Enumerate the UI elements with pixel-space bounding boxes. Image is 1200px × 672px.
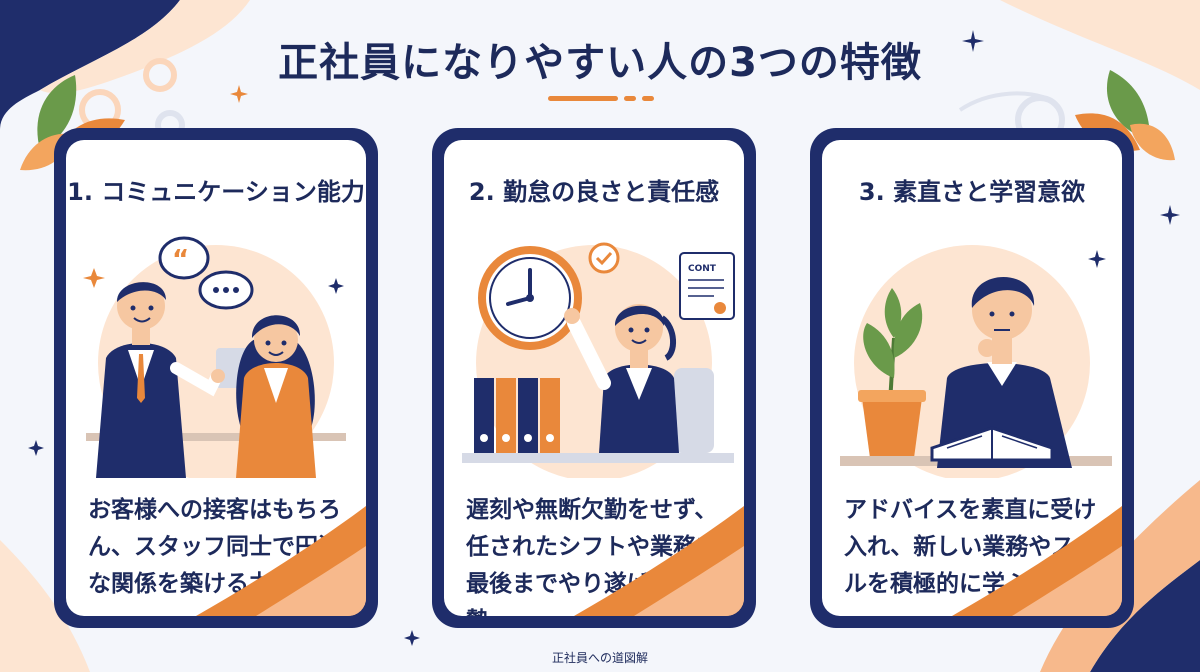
check-icon bbox=[588, 242, 620, 274]
card-wave-decoration bbox=[196, 506, 366, 616]
sparkle-icon bbox=[404, 630, 420, 646]
feature-card-communication: 1. コミュニケーション能力 “ bbox=[54, 128, 378, 628]
sparkle-icon bbox=[28, 440, 44, 456]
svg-text:“: “ bbox=[172, 245, 189, 275]
open-book-icon bbox=[930, 426, 1054, 462]
feature-card-attendance: 2. 勤怠の良さと責任感 CONT bbox=[432, 128, 756, 628]
contract-document-icon: CONT bbox=[679, 252, 735, 320]
card-title: 1. コミュニケーション能力 bbox=[67, 178, 365, 206]
sparkle-icon bbox=[962, 30, 984, 52]
description-line: アドバイスを素直に受け bbox=[844, 497, 1097, 523]
attendance-illustration: CONT bbox=[462, 242, 735, 478]
sparkle-icon bbox=[230, 85, 248, 103]
feature-card-learning: 3. 素直さと学習意欲 bbox=[810, 128, 1134, 628]
card-wave-decoration bbox=[574, 506, 744, 616]
woman-figure bbox=[236, 315, 316, 478]
quote-bubble-icon: “ bbox=[158, 236, 210, 280]
clock-icon bbox=[478, 246, 582, 350]
man-figure bbox=[96, 282, 225, 478]
potted-plant-icon bbox=[858, 288, 926, 458]
binders-icon bbox=[474, 378, 560, 453]
footer-caption: 正社員への道図解 bbox=[551, 651, 648, 665]
description-line: 遅刻や無断欠勤をせず、 bbox=[466, 497, 718, 523]
svg-text:CONT: CONT bbox=[688, 264, 717, 274]
card-wave-decoration bbox=[952, 506, 1122, 616]
sparkle-icon bbox=[1160, 205, 1180, 225]
communication-illustration: “ bbox=[83, 236, 346, 478]
page-title: 正社員になりやすい人の3つの特徴 bbox=[278, 40, 922, 86]
card-title: 2. 勤怠の良さと責任感 bbox=[468, 178, 720, 206]
card-title: 3. 素直さと学習意欲 bbox=[858, 178, 1086, 206]
learning-illustration bbox=[840, 245, 1112, 478]
description-line: お客様への接客はもちろ bbox=[88, 497, 341, 523]
staff-woman-figure bbox=[564, 304, 679, 453]
title-underline bbox=[548, 96, 658, 101]
chat-bubble-icon bbox=[198, 270, 254, 310]
